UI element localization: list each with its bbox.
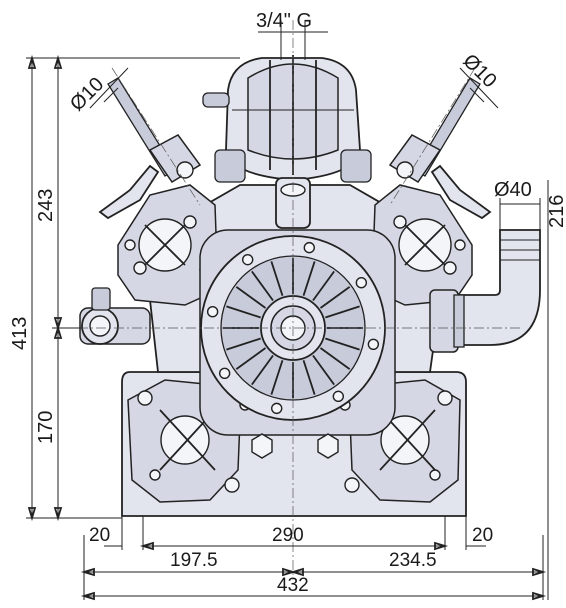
right-to-center-label: 234.5	[389, 550, 437, 571]
rotor-spoke	[226, 337, 261, 351]
total-width-label: 432	[277, 575, 309, 596]
foot-span-label: 290	[272, 525, 304, 546]
foot-right-label: 20	[472, 525, 493, 546]
left-hose-label: Ø10	[66, 73, 108, 115]
rotor-bolt	[218, 367, 231, 380]
rotor-bolt	[241, 253, 254, 266]
inlet-thread-label: 3/4" G	[256, 10, 312, 32]
rotor-spoke	[251, 270, 274, 302]
dimension-lines	[26, 20, 549, 601]
pump-body	[79, 55, 541, 517]
rotor-spoke	[312, 354, 335, 386]
rotor-spoke	[302, 261, 316, 296]
rotor-spoke	[235, 347, 267, 370]
rotor-spoke	[270, 261, 284, 296]
left-to-center-label: 197.5	[170, 550, 218, 571]
lower-height-label: 170	[35, 411, 57, 444]
rotor-spoke	[325, 337, 360, 351]
rotor-bolt	[206, 306, 219, 318]
rotor-spoke	[251, 354, 274, 386]
rotor-spoke	[270, 360, 284, 395]
rotor	[200, 235, 386, 421]
rotor-bolt	[303, 241, 315, 254]
rotor-spoke	[312, 270, 335, 302]
upper-height-label: 243	[35, 189, 57, 222]
rotor-spoke	[302, 360, 316, 395]
rotor-spoke	[235, 286, 267, 309]
rotor-spoke	[226, 305, 261, 319]
left-side-fitting	[79, 287, 151, 345]
rotor-bolt	[271, 402, 283, 415]
foot-left-label: 20	[89, 525, 110, 546]
rotor-bolt	[332, 390, 345, 403]
rotor-spoke	[319, 347, 351, 370]
total-height-label: 413	[9, 317, 31, 350]
left-hose-connector	[98, 77, 202, 220]
right-hose-connector	[388, 77, 492, 220]
rotor-spoke	[319, 286, 351, 309]
center-lines	[60, 20, 520, 580]
left-diaphragm-head	[117, 184, 219, 306]
outlet-elbow	[429, 229, 541, 353]
rotor-spoke	[325, 305, 360, 319]
rotor-bolt	[355, 276, 368, 289]
rotor-bolt	[367, 338, 380, 350]
right-diaphragm-head	[371, 184, 473, 306]
outlet-offset-label: 216	[546, 195, 566, 228]
outlet-diameter-label: Ø40	[494, 179, 532, 201]
